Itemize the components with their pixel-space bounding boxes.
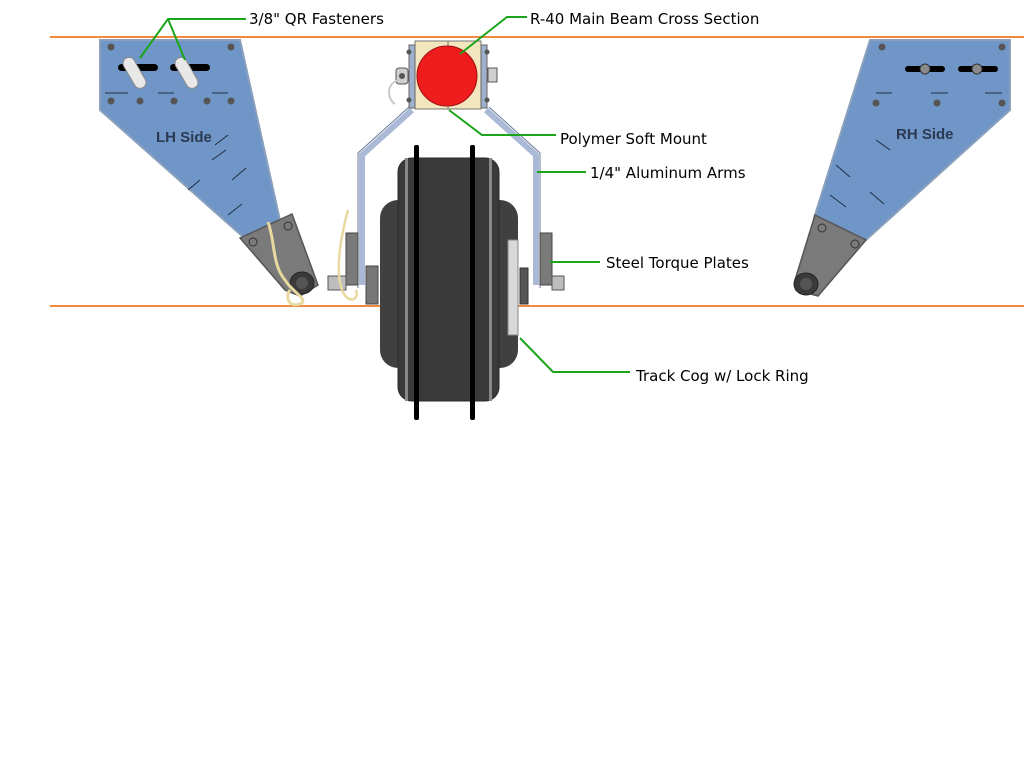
mount-wire [388, 79, 399, 105]
main-beam-mount [395, 40, 498, 110]
track-wheel [380, 145, 518, 420]
callout-aluminum-arms: 1/4" Aluminum Arms [590, 164, 746, 182]
lh-qr-lever-2 [174, 56, 199, 89]
callout-soft-mount: Polymer Soft Mount [560, 130, 707, 148]
torque-plates [327, 232, 565, 336]
callout-qr-fasteners: 3/8" QR Fasteners [249, 10, 384, 28]
callout-lines [139, 16, 630, 373]
main-beam-cross-section [416, 45, 478, 107]
callout-track-cog: Track Cog w/ Lock Ring [635, 367, 809, 385]
lh-side-plate: LH Side [99, 39, 319, 297]
callout-torque-plates: Steel Torque Plates [606, 254, 749, 272]
lh-cable [266, 221, 305, 307]
axle-wire [337, 209, 359, 301]
rh-side-plate: RH Side [793, 39, 1011, 297]
callout-main-beam: R-40 Main Beam Cross Section [530, 10, 759, 28]
aluminum-arms [359, 107, 539, 285]
rh-side-label: RH Side [896, 126, 954, 143]
lh-qr-lever-1 [122, 56, 147, 89]
lh-side-label: LH Side [156, 129, 212, 146]
